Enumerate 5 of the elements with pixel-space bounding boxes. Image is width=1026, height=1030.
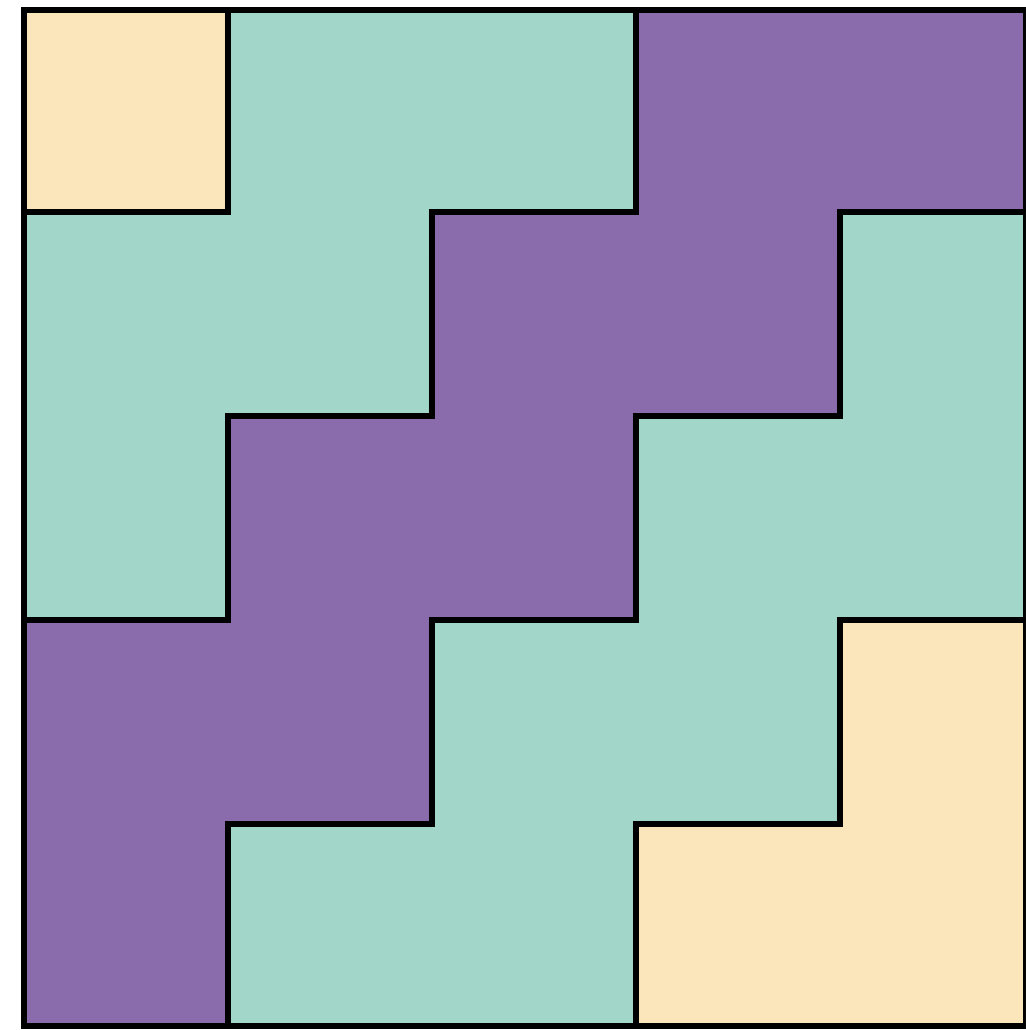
tile <box>21 7 1026 1029</box>
tile <box>225 209 1026 1029</box>
tile <box>633 617 1026 1029</box>
tile <box>21 7 231 215</box>
tile <box>21 7 639 623</box>
